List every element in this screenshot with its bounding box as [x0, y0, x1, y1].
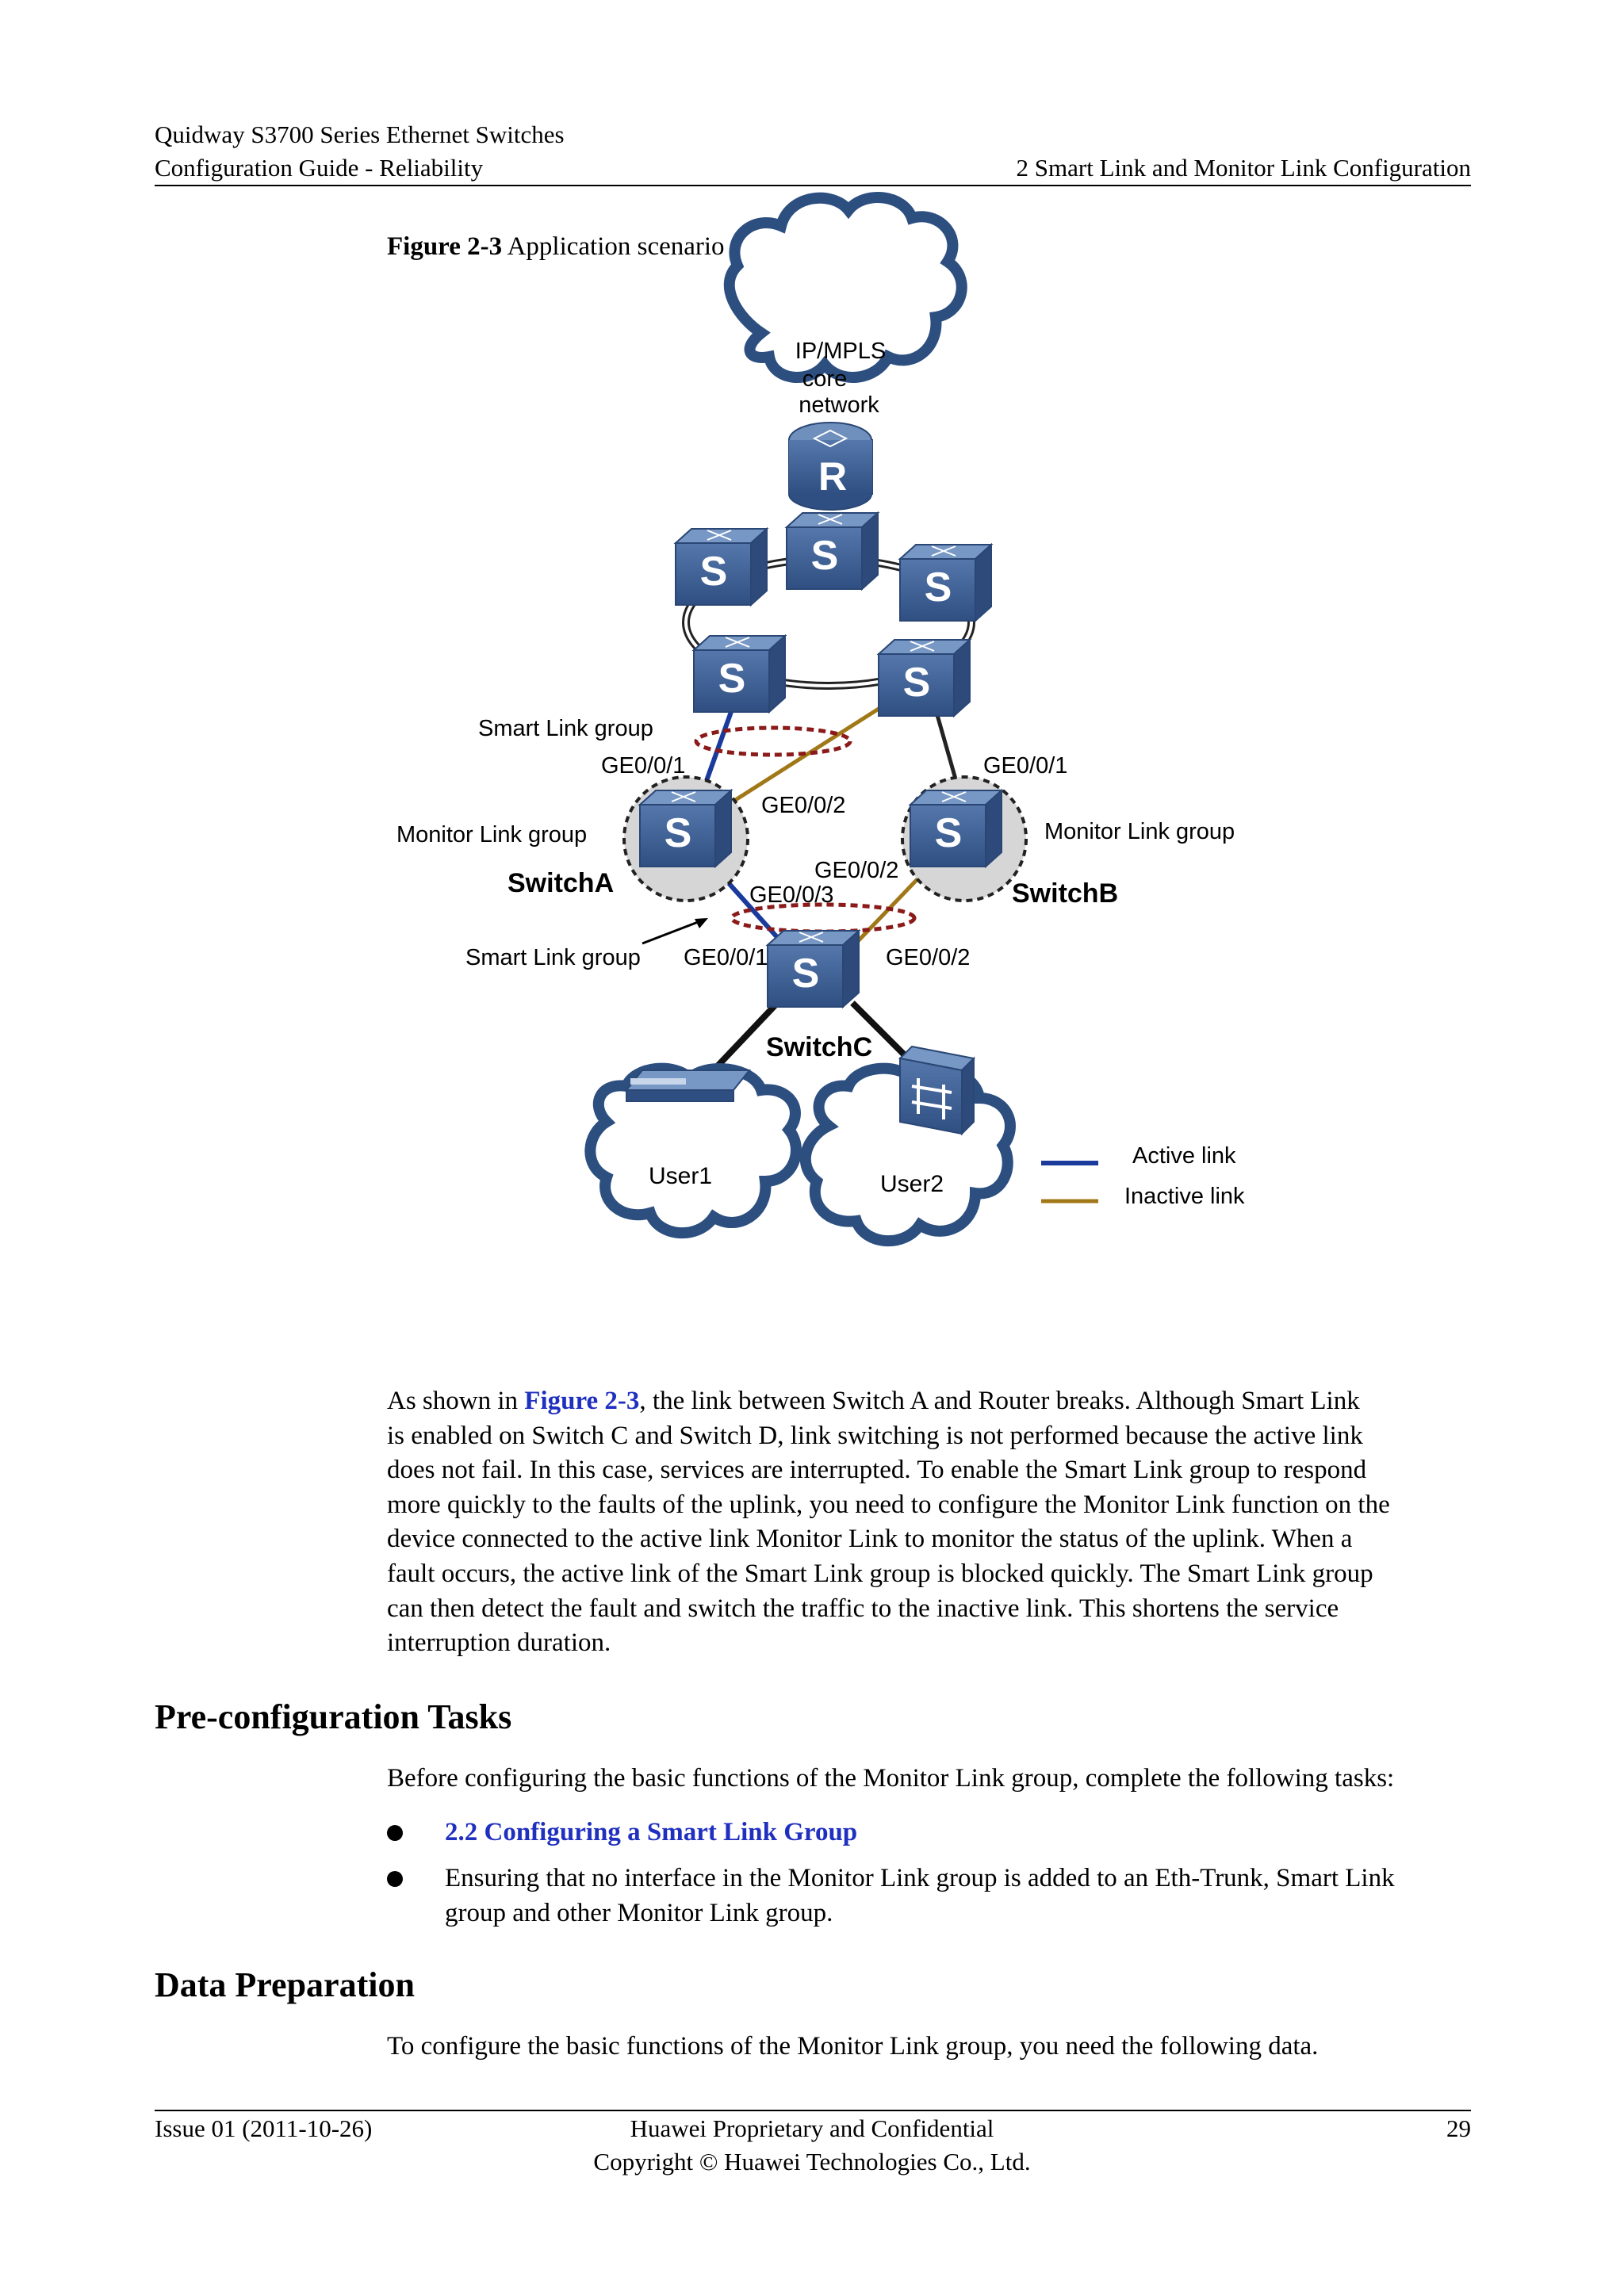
user1-cloud — [584, 1062, 802, 1239]
pointer-line — [642, 918, 705, 945]
switch-glyph: S — [718, 656, 746, 702]
scenario-paragraph: As shown in Figure 2-3, the link between… — [387, 1384, 1473, 1661]
switch-glyph: S — [700, 549, 728, 595]
smart-link-group-label-top: Smart Link group — [478, 716, 653, 741]
figure-label: Figure 2-3 — [387, 232, 503, 261]
switch-glyph: S — [903, 660, 931, 706]
switch-glyph: S — [925, 564, 952, 610]
switch-a-ge003-label: GE0/0/3 — [749, 882, 833, 908]
pointer-arrowhead — [695, 918, 708, 928]
switch-b-label: SwitchB — [1012, 878, 1118, 909]
switch-c-label: SwitchC — [766, 1032, 872, 1062]
footer-issue: Issue 01 (2011-10-26) — [155, 2114, 373, 2142]
user2-firewall-icon — [898, 1045, 976, 1136]
smart-link-group-ellipse-bottom — [730, 902, 917, 934]
paragraph-line: As shown in Figure 2-3, the link between… — [387, 1384, 1473, 1419]
bullet-dot — [387, 1871, 403, 1887]
footer-page-number: 29 — [1446, 2114, 1471, 2142]
switch-glyph: S — [935, 810, 963, 856]
switch-c-ge002-label: GE0/0/2 — [886, 945, 970, 970]
monitor-link-diagram: IP/MPLS core network R S S S S S S S S S… — [396, 192, 1245, 1247]
paragraph-line: is enabled on Switch C and Switch D, lin… — [387, 1421, 1363, 1450]
bullet-dot — [387, 1825, 403, 1841]
footer-copyright: Copyright © Huawei Technologies Co., Ltd… — [593, 2148, 1031, 2175]
paragraph-text: , the link between Switch A and Router b… — [639, 1387, 1360, 1415]
preconfig-intro: Before configuring the basic functions o… — [387, 1764, 1395, 1793]
switch-b-ge002-label: GE0/0/2 — [814, 858, 898, 883]
footer-confidential: Huawei Proprietary and Confidential — [630, 2114, 994, 2142]
switch-glyph: S — [811, 533, 839, 579]
figure-2-3-link[interactable]: Figure 2-3 — [524, 1387, 640, 1415]
bullet-item-2: Ensuring that no interface in the Monito… — [445, 1862, 1395, 1931]
switch-glyph: S — [792, 951, 820, 997]
header-product-title: Quidway S3700 Series Ethernet Switches — [155, 121, 565, 148]
router-icon: R — [788, 422, 873, 511]
core-cloud-line3: network — [799, 392, 879, 418]
user1-access-device-icon — [624, 1070, 752, 1102]
paragraph-text: As shown in — [387, 1387, 525, 1415]
header-chapter-title: 2 Smart Link and Monitor Link Configurat… — [1016, 154, 1471, 182]
bullet-item-1: 2.2 Configuring a Smart Link Group — [445, 1816, 857, 1850]
paragraph-line: can then detect the fault and switch the… — [387, 1594, 1339, 1623]
switch-a-ge001-label: GE0/0/1 — [601, 753, 685, 779]
core-cloud-line1: IP/MPLS — [795, 339, 886, 364]
core-cloud-line2: core — [802, 366, 847, 392]
header-rule — [155, 185, 1471, 186]
core-network-cloud — [723, 192, 967, 383]
monitor-link-group-label-left: Monitor Link group — [396, 822, 587, 848]
preconfig-heading: Pre-configuration Tasks — [155, 1697, 512, 1736]
switch-a-ge002-label: GE0/0/2 — [761, 793, 845, 818]
legend-active-label: Active link — [1132, 1143, 1236, 1169]
paragraph-line: device connected to the active link Moni… — [387, 1525, 1353, 1554]
switch-b-ge001-label: GE0/0/1 — [983, 753, 1067, 779]
paragraph-line: does not fail. In this case, services ar… — [387, 1456, 1367, 1485]
paragraph-line: interruption duration. — [387, 1628, 611, 1658]
data-prep-heading: Data Preparation — [155, 1965, 415, 2004]
paragraph-line: more quickly to the faults of the uplink… — [387, 1490, 1390, 1519]
bullet-line: group and other Monitor Link group. — [445, 1898, 833, 1927]
link-c-user2 — [850, 1001, 906, 1057]
router-glyph: R — [818, 454, 847, 499]
footer-rule — [155, 2110, 1471, 2111]
switch-glyph: S — [665, 810, 692, 856]
switch-a-label: SwitchA — [508, 868, 614, 898]
data-prep-intro: To configure the basic functions of the … — [387, 2032, 1319, 2061]
smart-link-group-label-bottom: Smart Link group — [465, 945, 641, 970]
user1-label: User1 — [649, 1163, 712, 1189]
configuring-smart-link-group-link[interactable]: 2.2 Configuring a Smart Link Group — [445, 1818, 858, 1846]
monitor-link-group-label-right: Monitor Link group — [1044, 819, 1235, 844]
user2-label: User2 — [880, 1171, 944, 1197]
header-guide-title: Configuration Guide - Reliability — [155, 154, 484, 182]
switch-c-ge001-label: GE0/0/1 — [684, 945, 768, 970]
legend-inactive-label: Inactive link — [1124, 1184, 1245, 1209]
bullet-line: Ensuring that no interface in the Monito… — [445, 1864, 1395, 1892]
link-c-user1 — [707, 997, 783, 1077]
smart-link-group-ellipse-top — [694, 725, 852, 757]
paragraph-line: fault occurs, the active link of the Sma… — [387, 1559, 1373, 1588]
